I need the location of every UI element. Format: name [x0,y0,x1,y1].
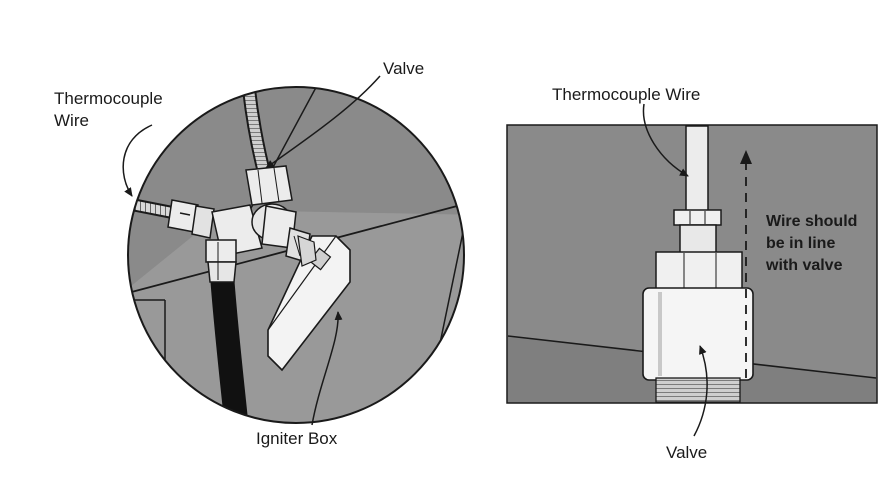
thermocouple-label-line1: Thermocouple [54,89,163,108]
nut-mark [179,212,191,216]
igniter-box-label: Igniter Box [256,429,338,448]
note-line-1: Wire should [766,213,857,230]
igniter-wire-clip [297,235,317,267]
valve-outlet-line [293,235,301,257]
thermocouple-fitting [191,205,215,239]
valve-top-nut-flat [257,169,263,204]
valve-leader [265,75,381,169]
valve-top-nut [245,165,293,206]
thermocouple-label-line2: Wire [54,111,89,130]
magnifier-circle-outline [127,86,465,424]
note-line-2: be in line [766,235,835,252]
left-detail-view [127,86,465,424]
wire-small-nut [673,209,722,226]
wire-fitting-neck [679,224,717,254]
black-hose [210,274,250,423]
valve-label-right: Valve [666,443,707,462]
igniter-box-leader [311,311,343,426]
thermocouple-wire-leader [642,103,689,177]
alignment-arrow-head [740,150,752,164]
hose-lower-nut [207,261,237,283]
thermocouple-leader [122,124,153,197]
magnified-circle-content [128,87,464,423]
valve-right-leader [693,345,708,437]
right-detail-view [506,124,878,404]
thermocouple-wire-label: Thermocouple Wire [552,85,700,104]
igniter-box-top-edge [335,235,351,251]
thermocouple-wire-shaft [685,125,709,213]
valve-top-nut-flat2 [273,167,280,203]
igniter-box-edge [267,235,337,331]
note-line-3: with valve [765,257,843,274]
valve-label-left: Valve [383,59,424,78]
valve-threads [655,377,741,403]
hose-upper-nut [205,239,237,263]
